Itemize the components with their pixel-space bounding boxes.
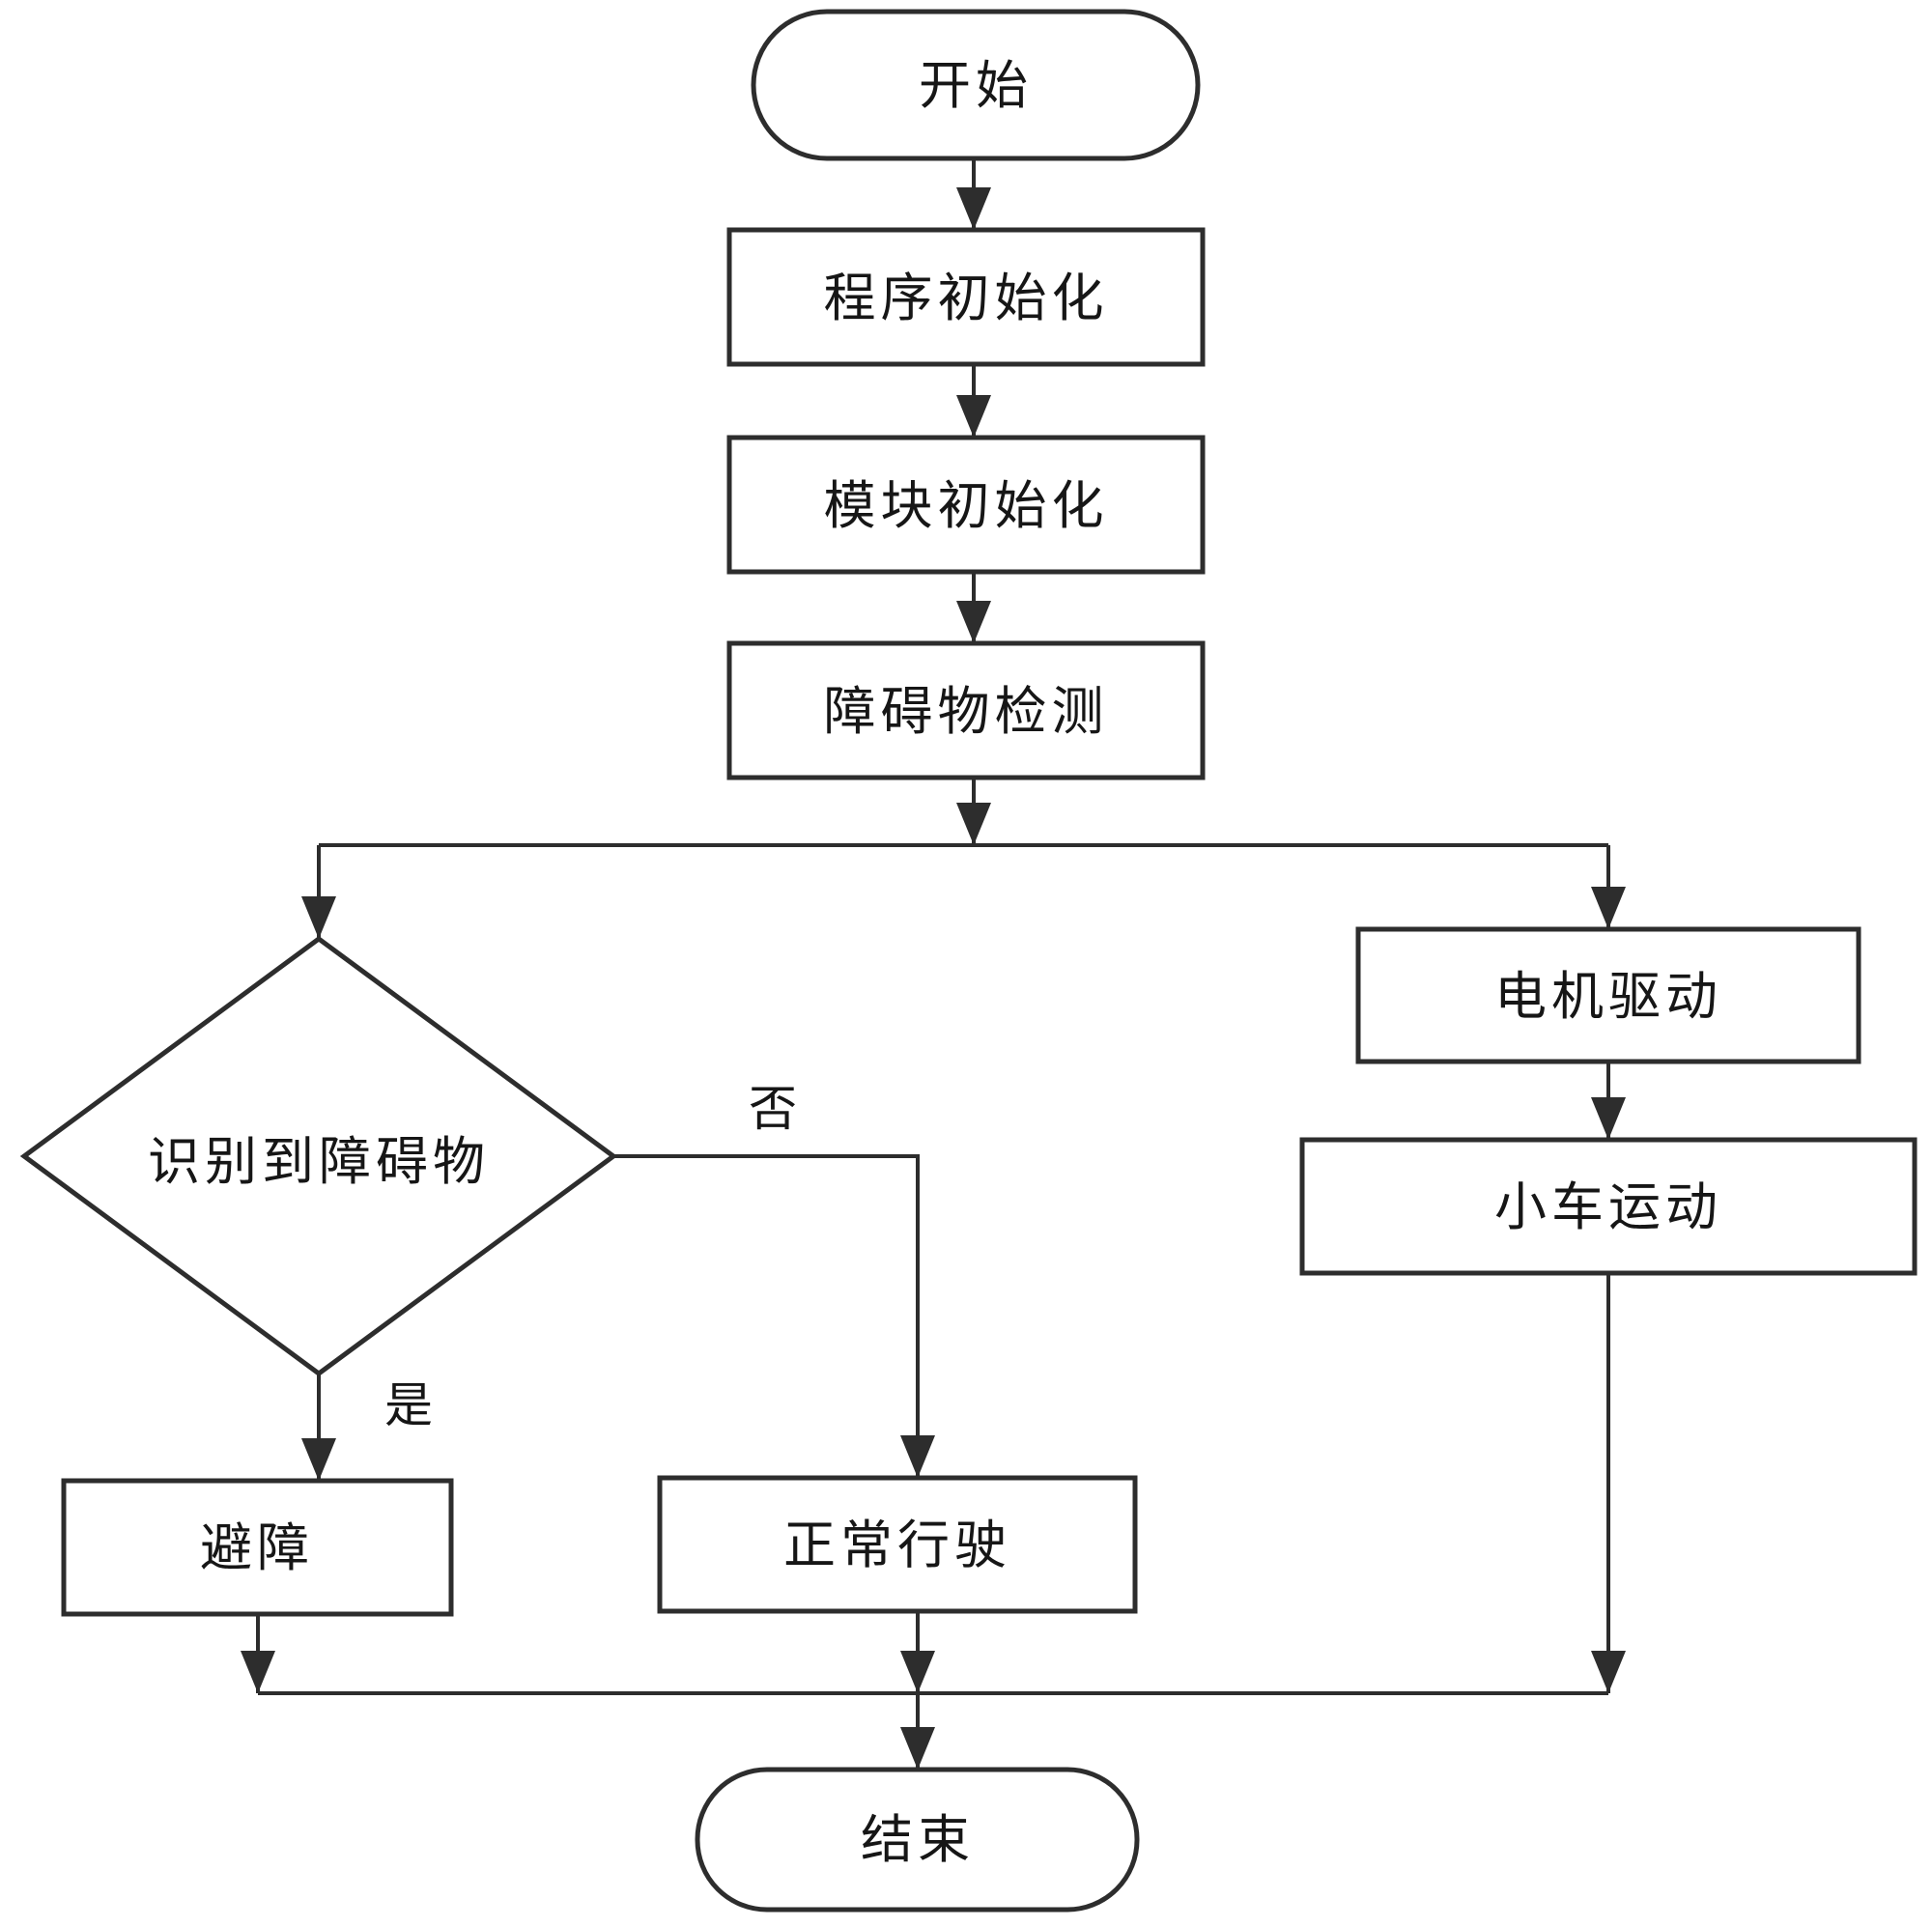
program-init-label: 程序初始化 [824,269,1109,327]
process-box-program-init [726,227,1206,367]
yes-branch-label: 是 [384,1378,433,1432]
normal-driving-label: 正常行驶 [783,1516,1011,1574]
obstacle-detection-label: 障碍物检测 [824,683,1109,741]
motor-drive-label: 电机驱动 [1494,968,1722,1026]
process-box-obstacle-detection [726,640,1206,780]
decision-diamond [19,935,618,1377]
obstacle-avoidance-label: 避障 [200,1519,314,1577]
module-init-label: 模块初始化 [824,477,1109,535]
process-box-motor-drive [1355,926,1861,1064]
flowchart-labels: 开始 程序初始化 模块初始化 障碍物检测 识别到障碍物 电机驱动 小车运动 避障… [148,57,1722,1869]
start-terminator [751,9,1201,161]
process-box-normal-driving [657,1475,1138,1614]
end-terminator [695,1767,1140,1913]
decision-label: 识别到障碍物 [148,1133,490,1191]
car-motion-label: 小车运动 [1494,1178,1722,1236]
start-label: 开始 [919,57,1033,115]
no-branch-label: 否 [749,1082,797,1136]
process-box-module-init [726,435,1206,575]
end-label: 结束 [861,1811,975,1869]
flowchart-graph: 开始 程序初始化 模块初始化 障碍物检测 识别到障碍物 电机驱动 小车运动 避障… [19,9,1918,1913]
edge-decision-no-to-normal-driving [613,1154,935,1478]
process-box-car-motion [1299,1137,1918,1276]
process-box-obstacle-avoidance [61,1478,454,1617]
